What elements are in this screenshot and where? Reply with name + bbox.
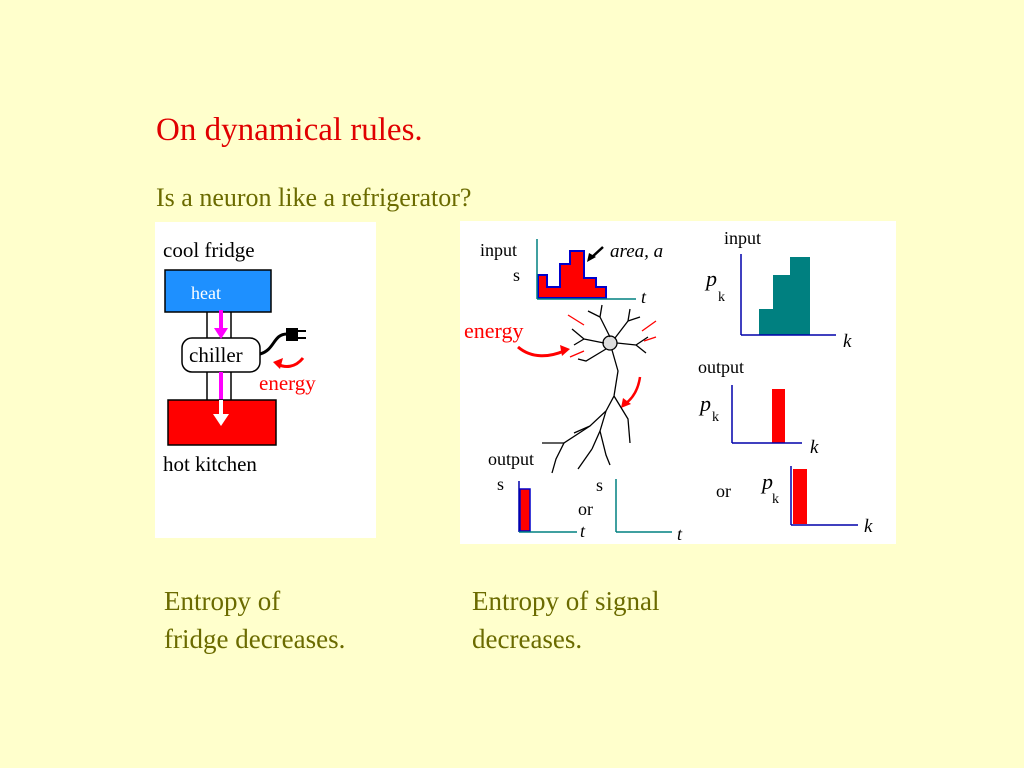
caption-fridge-line-1: Entropy of	[164, 586, 281, 616]
neuron-signal-arrowhead	[621, 398, 631, 408]
energy-arrowhead	[273, 358, 283, 369]
neuron-drawing	[542, 304, 649, 474]
caption-signal: Entropy of signal decreases.	[472, 582, 659, 658]
output-dist2-k-label: k	[864, 516, 873, 537]
slide-subtitle: Is a neuron like a refrigerator?	[156, 183, 472, 212]
area-pointer-arrowhead	[587, 253, 596, 262]
heat-label: heat	[191, 283, 221, 303]
input-dist-k-label: k	[843, 331, 852, 352]
output-dist-k-sub: k	[712, 410, 719, 425]
cool-box	[164, 269, 272, 313]
fridge-svg: cool fridge heat chiller energy hot kitc…	[163, 238, 316, 476]
output-s2-label: s	[596, 475, 603, 495]
input-dist-k-sub: k	[718, 290, 725, 305]
caption-signal-line-1: Entropy of signal	[472, 586, 660, 616]
output-dist-k-label: k	[810, 437, 819, 458]
input-arrows-small	[567, 314, 657, 358]
output-dist-or-label: or	[716, 481, 731, 501]
heat-flow-arrowhead-top	[214, 328, 228, 339]
output-signal-bar	[519, 488, 531, 532]
neuron-diagram: input s t area, a energy	[460, 221, 896, 544]
output-dist-bar	[772, 389, 785, 443]
energy-label: energy	[259, 371, 316, 395]
neuron-svg: input s t area, a energy	[464, 228, 873, 544]
neuron-energy-arrow	[517, 345, 565, 358]
input-dist-bar-3	[790, 257, 810, 335]
output-dist-p-label: p	[698, 391, 711, 416]
output-dist2-p-label: p	[760, 469, 773, 494]
input-signal-label: input	[480, 240, 517, 260]
output-dist2-bar	[793, 469, 807, 524]
input-dist-label: input	[724, 228, 761, 248]
input-dist-bar-1	[759, 309, 773, 335]
output-dist-label: output	[698, 357, 744, 377]
caption-signal-line-2: decreases.	[472, 624, 583, 654]
power-cord	[259, 332, 288, 356]
input-signal-bars	[537, 250, 607, 299]
output-signal-label: output	[488, 449, 534, 469]
caption-fridge-line-2: fridge decreases.	[164, 624, 346, 654]
cool-fridge-label: cool fridge	[163, 238, 255, 262]
hot-kitchen-label: hot kitchen	[163, 452, 257, 476]
slide-title: On dynamical rules.	[156, 112, 423, 148]
input-s-label: s	[513, 265, 520, 285]
area-label: area, a	[610, 241, 663, 262]
heat-flow-arrowhead-white	[213, 414, 229, 426]
fridge-diagram: cool fridge heat chiller energy hot kitc…	[155, 222, 376, 538]
neuron-energy-arrowhead	[560, 345, 570, 356]
plug-icon	[286, 328, 298, 341]
input-dist-bar-2	[773, 275, 790, 335]
neuron-energy-label: energy	[464, 318, 523, 343]
neuron-signal-arrow	[624, 376, 642, 406]
output2-t-label: t	[677, 524, 683, 544]
output-s-label: s	[497, 474, 504, 494]
chiller-label: chiller	[189, 343, 243, 367]
output-t-label: t	[580, 521, 586, 541]
caption-fridge: Entropy of fridge decreases.	[164, 582, 345, 658]
output-or-label: or	[578, 499, 593, 519]
output-dist2-k-sub: k	[772, 492, 779, 507]
input-t-label: t	[641, 287, 647, 307]
input-dist-p-label: p	[704, 266, 717, 291]
